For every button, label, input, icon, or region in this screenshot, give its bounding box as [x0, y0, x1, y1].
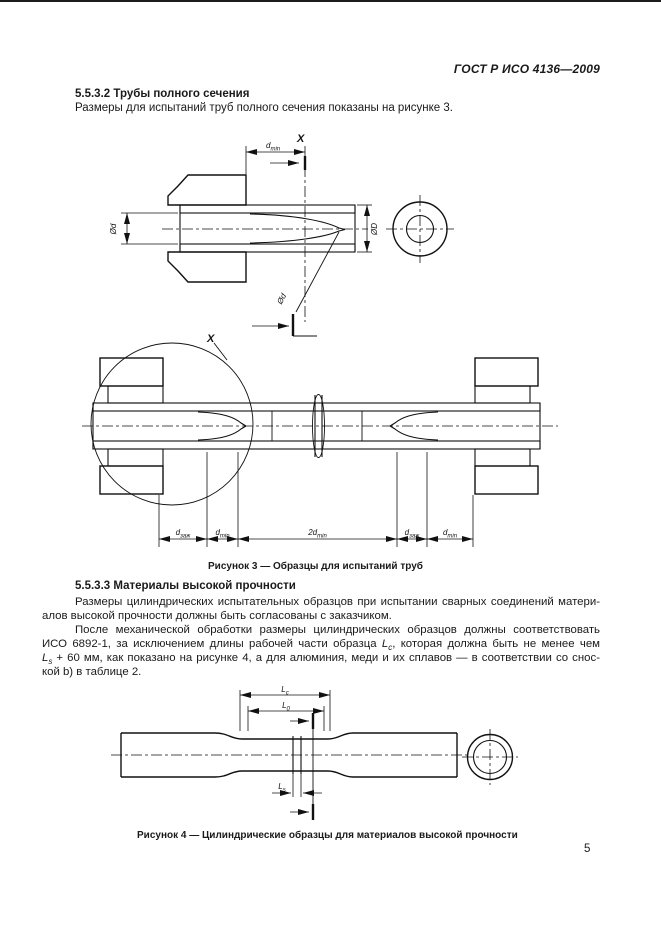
svg-text:dзаж: dзаж [176, 528, 192, 540]
paragraph-line: кой b) в таблице 2. [42, 666, 142, 678]
figure3-top-drawing: X dmin Ød [109, 133, 454, 337]
detail-label-x: X [206, 333, 215, 345]
weld-diameter-callout: Ød [252, 231, 340, 337]
specimen-cross-section [462, 729, 518, 785]
svg-text:Ød: Ød [109, 223, 118, 235]
svg-text:ØD: ØD [370, 223, 379, 236]
paragraph-line: Размеры цилиндрических испытательных обр… [75, 596, 600, 608]
svg-text:dmin: dmin [443, 528, 458, 540]
page-number: 5 [584, 843, 591, 855]
figure4-caption: Рисунок 4 — Цилиндрические образцы для м… [137, 830, 518, 841]
dimension-lc: Lc [239, 685, 331, 731]
tube-wall-top [92, 402, 541, 412]
section-arrow-top [270, 156, 307, 170]
section-5532-intro: Размеры для испытаний труб полного сечен… [75, 102, 453, 114]
section-5533-text: Размеры цилиндрических испытательных обр… [42, 595, 600, 679]
paragraph-line: ИСО 6892-1, за исключением длины рабочей… [42, 638, 600, 652]
page-top-rule [0, 0, 661, 2]
standard-designation: ГОСТ Р ИСО 4136—2009 [453, 62, 600, 76]
section-heading-5532: 5.5.3.2 Трубы полного сечения [75, 88, 250, 100]
dimension-dmin: dmin [245, 141, 305, 174]
svg-text:L0: L0 [282, 701, 290, 713]
tube-wall-bottom [92, 440, 541, 450]
svg-text:Ls: Ls [278, 782, 285, 794]
paragraph-line: Ls + 60 мм, как показано на рисунке 4, а… [42, 652, 600, 666]
svg-text:dmin: dmin [215, 528, 230, 540]
section-arrow-bottom [290, 804, 315, 820]
section-arrow-top [290, 713, 315, 729]
svg-text:Ød: Ød [275, 292, 289, 307]
svg-text:dзаж: dзаж [405, 528, 421, 540]
figure4-drawing: Lc L0 Ls [111, 685, 518, 820]
grip-right [474, 357, 539, 495]
svg-text:Lc: Lc [281, 685, 288, 697]
dimension-ls: Ls [272, 774, 322, 797]
tube-cross-section [386, 195, 454, 263]
tube-wall-top [179, 204, 356, 214]
dimension-inner-diameter: Ød [109, 212, 178, 245]
bore-taper [249, 213, 346, 244]
clamp-upper [167, 174, 247, 206]
figure3-caption: Рисунок 3 — Образцы для испытаний труб [208, 561, 423, 572]
paragraph-line: алов высокой прочности должны быть согла… [42, 610, 392, 622]
section-label-x: X [296, 133, 305, 145]
clamp-lower [167, 251, 247, 283]
bore-taper-right [389, 411, 439, 441]
figure3-bottom-drawing: X [82, 333, 558, 547]
svg-text:dmin: dmin [266, 141, 281, 153]
section-heading-5533: 5.5.3.3 Материалы высокой прочности [75, 580, 296, 592]
paragraph-line: После механической обработки размеры цил… [75, 624, 600, 636]
detail-circle [90, 342, 254, 506]
bore-taper-left [197, 411, 247, 441]
extension-lines [158, 452, 474, 547]
dimension-outer-diameter: ØD [357, 204, 379, 253]
dimension-l0: L0 [247, 701, 325, 731]
svg-text:2dmin: 2dmin [307, 528, 327, 540]
dimension-chain: dзаж dmin 2dmin dзаж dmin [159, 528, 473, 542]
